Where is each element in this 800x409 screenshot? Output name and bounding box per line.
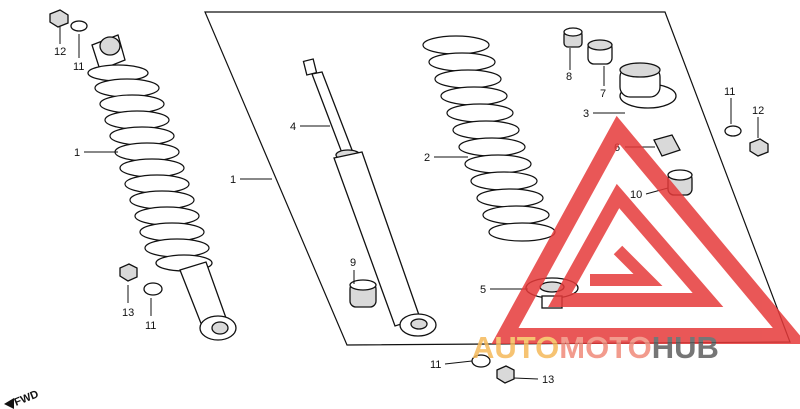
callout-11-lower-left: 11 [145, 320, 156, 332]
nut-cap-top-left [49, 9, 69, 28]
damper-cylinder [333, 151, 421, 327]
callout-numbers: 1 1 2 3 4 5 6 7 8 9 10 11 11 11 11 12 12… [54, 46, 764, 386]
assembled-shock-absorber [87, 34, 237, 341]
callout-11-bottom: 11 [430, 359, 441, 371]
callout-11-right: 11 [724, 86, 735, 98]
callout-7: 7 [600, 88, 606, 100]
callout-1-frame: 1 [230, 174, 236, 186]
assembled-spring-coils [94, 78, 210, 258]
upper-bushing [99, 36, 121, 56]
nut-bottom [496, 365, 515, 384]
washer-right [724, 125, 742, 137]
separate-spring-coils [422, 35, 556, 242]
callout-12-right: 12 [752, 105, 764, 117]
damper-rod [311, 71, 353, 154]
nut-cap-right [749, 138, 769, 157]
damper-lower-bushing [410, 318, 428, 330]
forward-arrow-icon [4, 398, 14, 409]
callout-13-left: 13 [122, 307, 134, 319]
lower-bushing [211, 321, 229, 335]
callout-3: 3 [583, 108, 589, 120]
collar-8 [563, 27, 583, 48]
upper-spring-seat [87, 64, 149, 82]
nut-lower-left [119, 263, 138, 282]
callout-11-top-left: 11 [73, 61, 84, 73]
spacer-6 [653, 134, 681, 157]
automotohub-watermark: AUTOMOTOHUB [472, 115, 800, 365]
callout-2: 2 [424, 152, 430, 164]
washer-top-left [70, 20, 88, 32]
rubber-stop-10 [667, 169, 693, 196]
callout-13-bottom: 13 [542, 374, 554, 386]
watermark-hub: HUB [652, 330, 719, 365]
bushing-7 [587, 39, 613, 65]
callout-10: 10 [630, 189, 642, 201]
callout-8: 8 [566, 71, 572, 83]
callout-5: 5 [480, 284, 486, 296]
callout-1-left: 1 [74, 147, 80, 159]
callout-9: 9 [350, 257, 356, 269]
watermark-auto: AUTO [472, 330, 559, 365]
svg-text:AUTOMOTOHUB: AUTOMOTOHUB [472, 330, 719, 365]
watermark-moto: MOTO [559, 330, 651, 365]
spring-stopper-3 [619, 62, 677, 109]
callout-12-left: 12 [54, 46, 66, 58]
watermark-triangle-icon [491, 115, 800, 344]
callout-4: 4 [290, 121, 296, 133]
washer-lower-left [143, 282, 163, 296]
damper-rod-thread [302, 58, 318, 76]
rubber-bushing-9 [349, 279, 377, 308]
forward-direction-marker: FWD [4, 388, 40, 409]
damper-unit [302, 58, 437, 337]
forward-label: FWD [13, 388, 41, 409]
